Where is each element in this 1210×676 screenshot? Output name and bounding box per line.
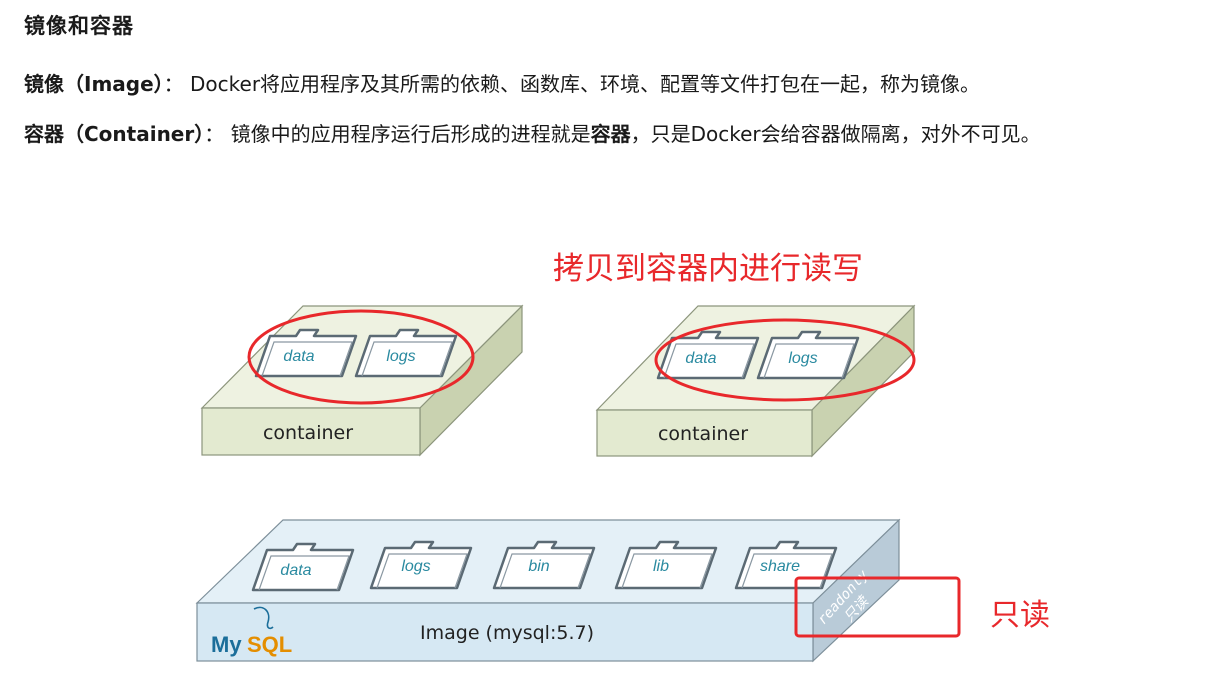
folder-label: logs	[386, 348, 415, 365]
folder-label: share	[760, 558, 800, 575]
section-heading: 镜像和容器	[24, 14, 134, 38]
image-definition: 镜像（Image）： Docker将应用程序及其所需的依赖、函数库、环境、配置等…	[24, 68, 980, 97]
folder-icon: share	[734, 540, 838, 590]
readonly-annotation: 只读	[990, 598, 1050, 633]
image-text: Docker将应用程序及其所需的依赖、函数库、环境、配置等文件打包在一起，称为镜…	[190, 72, 981, 96]
mysql-logo-sql: SQL	[247, 632, 292, 657]
folder-label: logs	[401, 558, 430, 575]
folder-icon: data	[254, 328, 358, 378]
container-term: 容器（Container）	[24, 122, 205, 146]
image-term: 镜像（Image）	[24, 72, 164, 96]
folder-icon: lib	[614, 540, 718, 590]
folder-label: data	[280, 562, 311, 579]
container-label: container	[263, 422, 353, 444]
readonly-highlight-box	[794, 576, 961, 638]
folder-label: logs	[788, 350, 817, 367]
container-text-a: 镜像中的应用程序运行后形成的进程就是	[230, 122, 591, 146]
highlight-circle	[654, 318, 916, 402]
folder-icon: bin	[492, 540, 596, 590]
copy-annotation: 拷贝到容器内进行读写	[553, 251, 863, 287]
dolphin-icon	[253, 606, 274, 630]
container-bold: 容器	[590, 122, 631, 146]
mysql-logo-my: My	[211, 632, 242, 657]
folder-label: data	[283, 348, 314, 365]
image-label: Image (mysql:5.7)	[420, 622, 594, 644]
container-block-left: data logs container	[200, 304, 524, 457]
folder-label: lib	[653, 558, 669, 575]
image-layer-block: data logs bin lib share Image (mysql:5.7…	[195, 518, 901, 663]
container-definition: 容器（Container）： 镜像中的应用程序运行后形成的进程就是容器，只是Do…	[24, 118, 1041, 147]
folder-label: data	[685, 350, 716, 367]
container-label: container	[658, 423, 748, 445]
folder-icon: data	[251, 542, 355, 592]
folder-icon: logs	[369, 540, 473, 590]
folder-label: bin	[528, 558, 549, 575]
image-sep: ：	[163, 72, 184, 96]
folder-icon: logs	[756, 330, 860, 380]
container-text-b: ，只是Docker会给容器做隔离，对外不可见。	[630, 122, 1041, 146]
container-sep: ：	[204, 122, 225, 146]
folder-icon: data	[656, 330, 760, 380]
highlight-circle	[247, 309, 475, 405]
mysql-logo: My SQL	[211, 606, 292, 657]
container-block-right: data logs container	[595, 304, 916, 458]
folder-icon: logs	[354, 328, 458, 378]
